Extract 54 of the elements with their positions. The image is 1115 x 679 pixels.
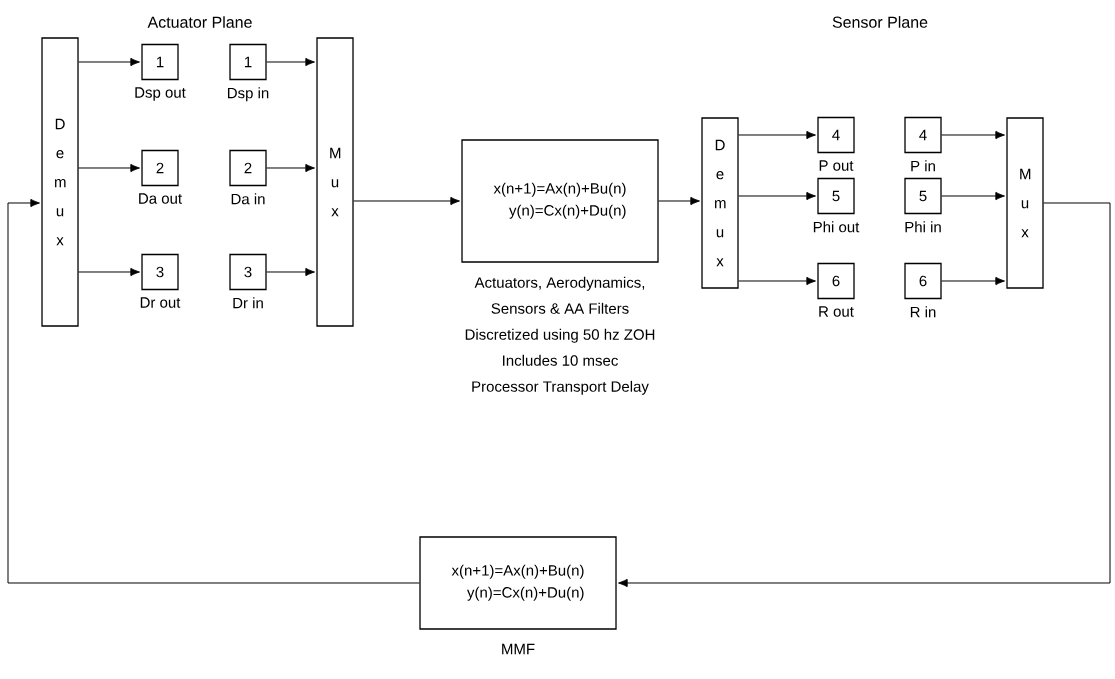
port-label: MMF [502,643,535,655]
mux-block: D e m u x [701,117,739,289]
plane-title: Sensor Plane [832,16,928,28]
arrow [266,57,315,67]
arrow [78,57,140,67]
arrow [7,198,420,584]
port-label: P in [911,160,935,172]
arrow [353,196,460,206]
arrow [738,191,816,201]
port-block: 3 [229,253,267,291]
arrow [941,276,1005,286]
port-block: 6 [904,262,942,300]
mux-block: D e m u x [41,37,79,327]
arrow [658,196,700,206]
port-label: Da in [231,193,265,205]
port-label: Dsp out [135,87,186,101]
arrow [266,267,315,277]
caption-text: Processor Transport Delay [472,380,649,395]
arrow [941,130,1005,140]
port-label: Phi in [905,221,941,233]
caption-text: Actuators, Aerodynamics, [474,276,645,291]
mux-block: M u x [1006,117,1044,289]
port-block: 1 [141,43,179,81]
port-block: 4 [904,116,942,154]
port-block: 2 [229,149,267,187]
port-block: 6 [817,262,855,300]
port-block: 4 [817,116,855,154]
state-space-block: x(n+1)=Ax(n)+Bu(n) y(n)=Cx(n)+Du(n) [419,536,617,630]
plane-title: Actuator Plane [147,16,252,28]
port-label: R in [910,306,936,318]
arrow [78,267,140,277]
port-label: R out [819,306,854,317]
mux-block: M u x [316,37,354,327]
arrow [266,163,315,173]
port-label: Da out [139,193,182,204]
port-label: P out [819,160,854,171]
port-block: 5 [904,177,942,215]
port-block: 1 [229,43,267,81]
arrow [738,276,816,286]
port-block: 3 [141,253,179,291]
arrow [78,163,140,173]
port-block: 2 [141,149,179,187]
port-block: 5 [817,177,855,215]
caption-text: Includes 10 msec [503,354,618,366]
port-label: Phi out [813,221,860,233]
arrow [618,202,1111,588]
caption-text: Sensors & AA Filters [491,302,629,314]
state-space-block: x(n+1)=Ax(n)+Bu(n) y(n)=Cx(n)+Du(n) [461,139,659,263]
port-label: Dr out [140,297,181,308]
arrow [738,130,816,140]
port-label: Dsp in [228,87,269,102]
caption-text: Discretized using 50 hz ZOH [465,328,655,343]
arrow [941,191,1005,201]
port-label: Dr in [233,297,263,309]
